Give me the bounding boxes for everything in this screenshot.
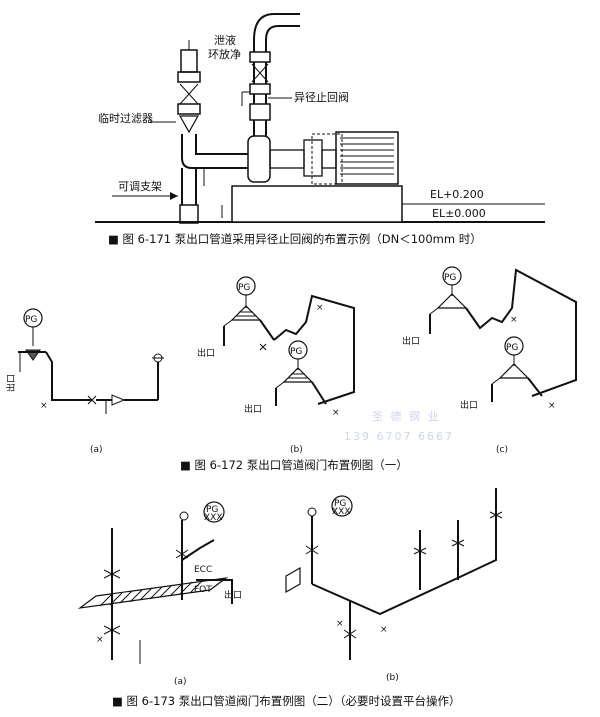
label-support: 可调支架 (118, 180, 162, 193)
outlet-label: 出口 (5, 374, 17, 392)
fot-label: FOT (194, 585, 212, 595)
label-el-zero: EL±0.000 (432, 207, 486, 220)
fig172-b: PG PG × × 出口 出口 (b) (197, 276, 355, 455)
pg-label: PG (25, 315, 37, 325)
discharge-gate-valve-icon (251, 63, 269, 83)
pg-label: PG (238, 283, 250, 293)
outlet-label-2: 出口 (244, 403, 262, 415)
pump-foundation (231, 185, 403, 223)
adjustable-support (179, 204, 199, 224)
sub-b: (b) (386, 673, 399, 683)
pg-label: PG (206, 505, 218, 515)
svg-text:×: × (332, 408, 340, 418)
sub-a: (a) (174, 677, 187, 687)
figure-6-173: × PG XXX ECC FOT 出口 (a) PG XXX (77, 488, 503, 708)
pump-body (247, 135, 271, 183)
caption-6-173: ■ 图 6-173 泵出口管道阀门布置例图（二）（必要时设置平台操作） (112, 694, 461, 708)
pump-nozzle (285, 566, 301, 594)
outlet-label: 出口 (197, 347, 215, 359)
label-drain: 泄液 (214, 33, 236, 47)
fig173-a: × PG XXX ECC FOT 出口 (a) (77, 501, 242, 687)
coupling (303, 139, 323, 177)
svg-text:×: × (40, 401, 48, 411)
strainer-icon (178, 115, 200, 134)
svg-text:×: × (380, 625, 388, 635)
ecc-label: ECC (194, 565, 212, 575)
watermark-line1: 圣 德 钢 业 (372, 409, 441, 423)
outlet-label: 出口 (402, 335, 420, 347)
watermark-line2: 139 6707 6667 (344, 430, 454, 443)
pg-label: PG (444, 273, 456, 283)
outlet-label: 出口 (224, 589, 242, 601)
label-strainer: 临时过滤器 (98, 111, 153, 125)
pressure-gauge-icon (203, 501, 225, 523)
sub-a: (a) (90, 445, 103, 455)
svg-text:×: × (336, 619, 344, 629)
valve-icon (103, 569, 121, 579)
outlet-label-2: 出口 (460, 399, 478, 411)
fig173-b: PG XXX × × (b) (285, 488, 503, 683)
label-check-valve: 异径止回阀 (294, 90, 349, 104)
platform (77, 577, 229, 609)
pg-label-2: PG (290, 347, 302, 357)
pg-label-2: PG (506, 343, 518, 353)
svg-text:×: × (96, 635, 104, 645)
figure-6-171: 泄液 环放净 异径止回阀 临时过滤器 可调支架 EL+0.200 EL±0.00… (95, 13, 545, 246)
pg-label: PG (334, 499, 346, 509)
figure-6-172: PG × 出口 (a) PG (5, 266, 577, 472)
xxx-label: XXX (332, 507, 351, 517)
gate-valve-icon (179, 83, 199, 105)
sub-b: (b) (290, 445, 303, 455)
xxx-label: XXX (204, 513, 223, 523)
valve-icon-2 (103, 625, 121, 635)
caption-6-172: ■ 图 6-172 泵出口管道阀门布置例图（一） (180, 458, 408, 472)
svg-text:×: × (510, 315, 518, 325)
fig172-a: PG × 出口 (a) (5, 308, 164, 455)
pressure-gauge-icon (331, 495, 353, 517)
left-pipe-stub (180, 49, 198, 73)
fig172-c: PG PG × × 出口 出口 (c) (402, 266, 577, 455)
caption-6-171: ■ 图 6-171 泵出口管道采用异径止回阀的布置示例（DN＜100mm 时） (108, 232, 482, 246)
check-valve-icon (249, 103, 271, 121)
motor (335, 131, 399, 185)
svg-text:×: × (548, 401, 556, 411)
label-el-plus: EL+0.200 (430, 188, 484, 201)
check-valve-icon (111, 394, 126, 406)
svg-text:×: × (316, 303, 324, 313)
label-vent: 环放净 (208, 47, 241, 61)
sub-c: (c) (496, 445, 508, 455)
